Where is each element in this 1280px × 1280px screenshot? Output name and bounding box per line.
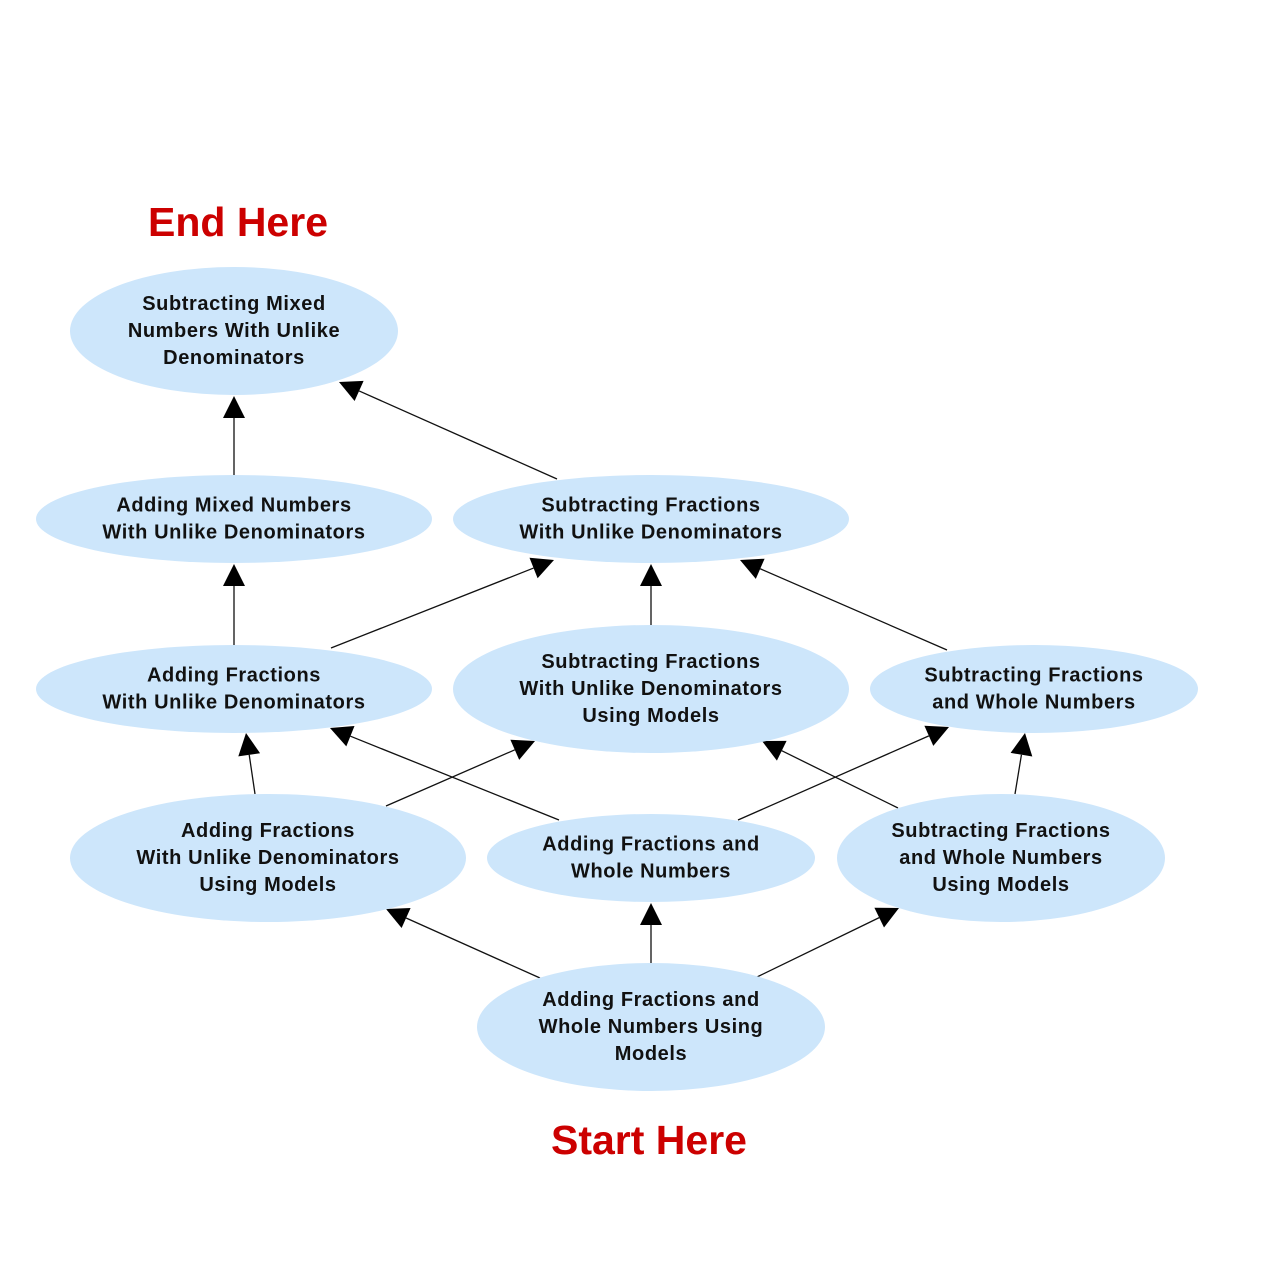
edge-n6-n3 (740, 558, 948, 651)
node-label-line: Subtracting Mixed (142, 293, 326, 315)
node-label-line: Subtracting Fractions (891, 820, 1110, 842)
node-label-line: Using Models (582, 705, 719, 727)
node-ellipse (870, 645, 1198, 733)
edge-n10-n9 (756, 907, 899, 978)
node-ellipse (453, 625, 849, 753)
edge-line (350, 735, 560, 821)
node-ellipse (36, 645, 432, 733)
node-label-line: Adding Fractions (147, 665, 321, 687)
edge-n4-n2 (223, 564, 245, 645)
arrowhead-icon (740, 558, 765, 579)
edge-line (405, 917, 541, 979)
arrowhead-icon (238, 733, 261, 757)
node-label-line: Adding Fractions (181, 820, 355, 842)
edge-line (781, 750, 899, 809)
node-label-line: With Unlike Denominators (136, 847, 399, 869)
node-label-line: and Whole Numbers (932, 692, 1136, 714)
edge-n2-n1 (223, 396, 245, 475)
node-label-line: Models (615, 1043, 688, 1065)
edge-line (759, 568, 948, 651)
node-ellipse (70, 794, 466, 922)
node-label-line: Adding Fractions and (542, 989, 760, 1011)
edge-n8-n4 (330, 726, 560, 821)
node-label-line: With Unlike Denominators (102, 692, 365, 714)
node-ellipse (487, 814, 815, 902)
edge-n8-n6 (737, 725, 949, 821)
node-label-line: Denominators (163, 347, 305, 369)
node-label-line: Adding Mixed Numbers (116, 495, 351, 517)
edge-line (330, 567, 534, 649)
node-label-line: Subtracting Fractions (541, 495, 760, 517)
node-label-line: With Unlike Denominators (519, 678, 782, 700)
arrowhead-icon (386, 908, 411, 928)
edge-line (248, 754, 256, 795)
arrowhead-icon (510, 739, 535, 760)
arrowhead-icon (529, 557, 554, 579)
node-label-line: and Whole Numbers (899, 847, 1103, 869)
edge-line (737, 735, 930, 821)
node-ellipse (36, 475, 432, 563)
arrowhead-icon (874, 907, 899, 928)
node-label-line: Whole Numbers Using (539, 1016, 764, 1038)
node-label-line: Whole Numbers (571, 861, 731, 883)
node-label-line: Using Models (199, 874, 336, 896)
node-label-line: Numbers With Unlike (128, 320, 340, 342)
arrowhead-icon (339, 380, 364, 401)
node-ellipse (837, 794, 1165, 922)
start-here-label: Start Here (551, 1117, 747, 1163)
arrowhead-icon (330, 726, 355, 747)
node-ellipse (477, 963, 825, 1091)
edge-line (1014, 754, 1023, 795)
edge-n10-n8 (640, 903, 662, 963)
node-ellipse (453, 475, 849, 563)
arrowhead-icon (223, 396, 245, 418)
edge-line (385, 749, 516, 807)
edge-n9-n6 (1010, 733, 1033, 795)
edge-line (756, 917, 880, 978)
node-n9: Subtracting Fractions and Whole NumbersUs… (837, 794, 1165, 922)
edge-n3-n1 (339, 380, 558, 480)
arrowhead-icon (1010, 733, 1033, 757)
edge-n10-n7 (386, 908, 541, 979)
edge-line (358, 390, 558, 480)
edge-n7-n4 (238, 733, 261, 795)
arrowhead-icon (762, 740, 787, 761)
arrowhead-icon (640, 564, 662, 586)
end-here-label: End Here (148, 199, 328, 245)
node-ellipse (70, 267, 398, 395)
edge-n5-n3 (640, 564, 662, 625)
node-label-line: Adding Fractions and (542, 834, 760, 856)
node-label-line: Using Models (932, 874, 1069, 896)
node-n6: Subtracting Fractions and Whole Numbers (870, 645, 1198, 733)
edges-layer (223, 380, 1033, 979)
arrowhead-icon (223, 564, 245, 586)
arrowhead-icon (924, 725, 949, 746)
edge-n4-n3 (330, 557, 554, 649)
node-label-line: Subtracting Fractions (541, 651, 760, 673)
edge-n7-n5 (385, 739, 535, 807)
node-label-line: With Unlike Denominators (102, 522, 365, 544)
edge-n9-n5 (762, 740, 899, 809)
node-label-line: Subtracting Fractions (924, 665, 1143, 687)
arrowhead-icon (640, 903, 662, 925)
node-label-line: With Unlike Denominators (519, 522, 782, 544)
